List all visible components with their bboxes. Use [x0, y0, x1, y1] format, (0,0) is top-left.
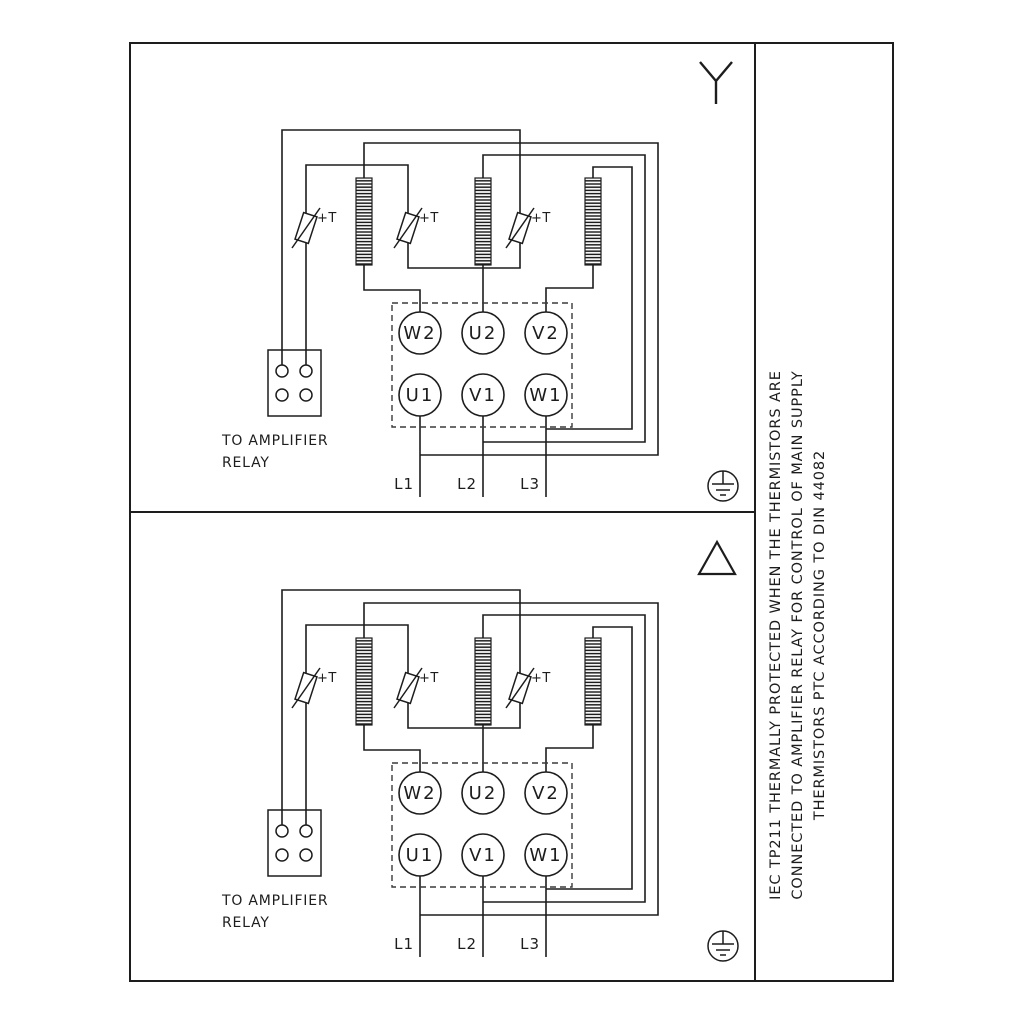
winding1-top-run-wire [363, 142, 659, 456]
terminal-w1-label: W1 [529, 385, 562, 406]
winding2-top-run-wire [482, 154, 646, 443]
ptc-thermistor-icon [291, 207, 321, 249]
terminal-v2 [524, 311, 568, 355]
terminal-u2-label: U2 [469, 323, 498, 344]
thermistor-label: +T [531, 211, 551, 226]
relay-terminal [299, 364, 313, 378]
ptc-thermistor-icon [393, 207, 423, 249]
terminal-v1 [461, 373, 505, 417]
supply-l1-label: L1 [394, 475, 414, 493]
side-note-line-1: IEC TP211 THERMALLY PROTECTED WHEN THE T… [768, 370, 784, 900]
terminal-w1 [524, 373, 568, 417]
relay-terminal-box [267, 349, 322, 417]
terminal-board-outline [391, 302, 573, 428]
thermistor-label: +T [419, 211, 439, 226]
winding1-to-w2-wire [363, 265, 421, 312]
motor-winding-coil [584, 177, 602, 266]
ptc-thermistor-icon [505, 207, 535, 249]
terminal-u1 [398, 373, 442, 417]
supply-l3-label: L3 [520, 475, 540, 493]
thermistor-circuit-wire [281, 129, 521, 350]
terminal-v1-label: V1 [469, 385, 497, 406]
delta-triangle-icon [697, 539, 737, 576]
terminal-v2-label: V2 [532, 323, 560, 344]
terminal-w2 [398, 311, 442, 355]
motor-winding-coil [474, 177, 492, 266]
relay-terminal [299, 388, 313, 402]
relay-terminal [275, 388, 289, 402]
winding3-to-v2-wire [545, 265, 594, 312]
side-note-line-3: THERMISTORS PTC ACCORDING TO DIN 44082 [812, 450, 828, 821]
supply-line-wires [419, 416, 547, 497]
star-wye-icon [699, 61, 733, 104]
relay-caption-line2: RELAY [222, 455, 270, 471]
terminal-u2 [461, 311, 505, 355]
terminal-u1-label: U1 [406, 385, 435, 406]
relay-terminal [275, 364, 289, 378]
motor-winding-coil [355, 177, 373, 266]
side-note-line-2: CONNECTED TO AMPLIFIER RELAY FOR CONTROL… [790, 370, 806, 899]
supply-l2-label: L2 [457, 475, 477, 493]
terminal-w2-label: W2 [403, 323, 436, 344]
relay-caption-line1: TO AMPLIFIER [221, 433, 328, 449]
motor-wiring-panel-delta [220, 589, 739, 962]
relay-terminal-stub-wires [281, 350, 307, 365]
winding3-top-run-wire [546, 166, 633, 430]
motor-wiring-panel-star: +T +T +T W2 U2 V2 U1 V1 W1 TO [221, 129, 739, 502]
protective-earth-icon [707, 470, 739, 502]
thermistor-label: +T [317, 211, 337, 226]
